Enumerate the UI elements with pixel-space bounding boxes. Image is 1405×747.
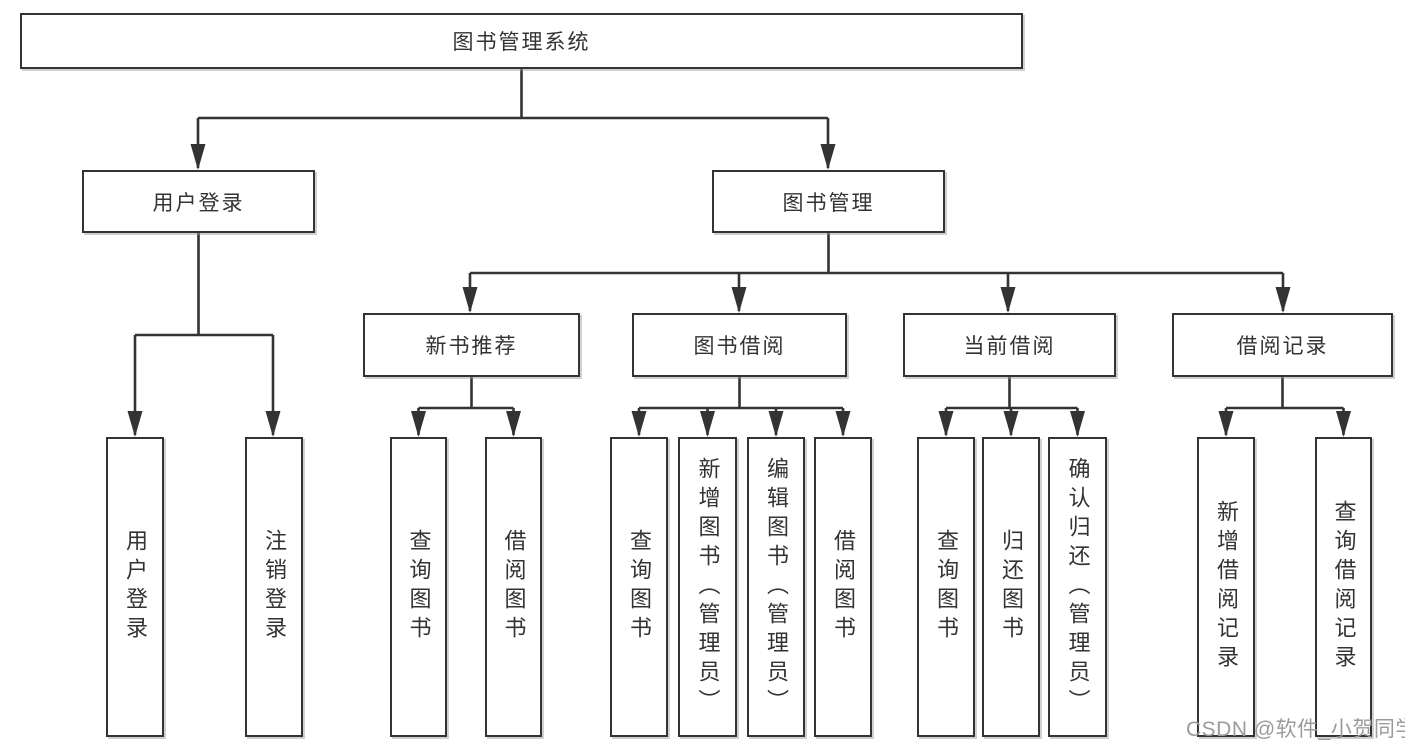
leaf-borrow-book-recommend: 借阅图书: [485, 437, 542, 737]
leaf-user-login: 用户登录: [106, 437, 164, 737]
connector-path: [133, 69, 1345, 435]
leaf-return-book: 归还图书: [982, 437, 1040, 737]
node-current-borrow: 当前借阅: [903, 313, 1116, 377]
watermark-text: CSDN @软件_小贺同学: [1186, 718, 1405, 741]
leaf-borrow-book-recommend-label: 借阅图书: [501, 529, 527, 645]
leaf-borrow-book: 借阅图书: [814, 437, 872, 737]
leaf-confirm-return-admin-label: 确认归还（管理员）: [1065, 456, 1091, 718]
leaf-query-book-current: 查询图书: [917, 437, 975, 737]
leaf-query-book-borrow-label: 查询图书: [627, 529, 652, 645]
leaf-logout-label: 注销登录: [262, 529, 287, 645]
leaf-add-book-admin-label: 新增图书（管理员）: [695, 456, 721, 718]
leaf-query-book-current-label: 查询图书: [934, 529, 959, 645]
leaf-add-book-admin: 新增图书（管理员）: [678, 437, 737, 737]
leaf-return-book-label: 归还图书: [999, 529, 1024, 645]
leaf-query-book-recommend-label: 查询图书: [406, 529, 432, 645]
leaf-confirm-return-admin: 确认归还（管理员）: [1048, 437, 1107, 737]
node-root-label: 图书管理系统: [452, 31, 591, 54]
node-user-login-label: 用户登录: [152, 191, 245, 215]
node-new-book-recommend: 新书推荐: [363, 313, 580, 377]
node-current-borrow-label: 当前借阅: [963, 335, 1056, 358]
leaf-edit-book-admin: 编辑图书（管理员）: [747, 437, 805, 737]
node-book-management-label: 图书管理: [782, 191, 875, 215]
node-borrow-records: 借阅记录: [1172, 313, 1393, 377]
node-root: 图书管理系统: [20, 13, 1023, 69]
leaf-borrow-book-label: 借阅图书: [831, 529, 856, 645]
node-user-login: 用户登录: [82, 170, 315, 233]
leaf-query-borrow-record: 查询借阅记录: [1315, 437, 1372, 737]
node-book-borrow: 图书借阅: [632, 313, 847, 377]
leaf-user-login-label: 用户登录: [123, 529, 148, 645]
leaf-add-borrow-record-label: 新增借阅记录: [1214, 500, 1239, 674]
leaf-edit-book-admin-label: 编辑图书（管理员）: [764, 456, 789, 718]
arrowheads: [127, 144, 1351, 437]
leaf-add-borrow-record: 新增借阅记录: [1197, 437, 1255, 737]
leaf-query-book-borrow: 查询图书: [610, 437, 668, 737]
leaf-query-book-recommend: 查询图书: [390, 437, 447, 737]
node-borrow-records-label: 借阅记录: [1236, 335, 1329, 358]
leaf-query-borrow-record-label: 查询借阅记录: [1331, 500, 1357, 674]
node-book-borrow-label: 图书借阅: [693, 335, 786, 358]
node-new-book-recommend-label: 新书推荐: [425, 335, 518, 358]
node-book-management: 图书管理: [712, 170, 945, 233]
leaf-logout: 注销登录: [245, 437, 303, 737]
